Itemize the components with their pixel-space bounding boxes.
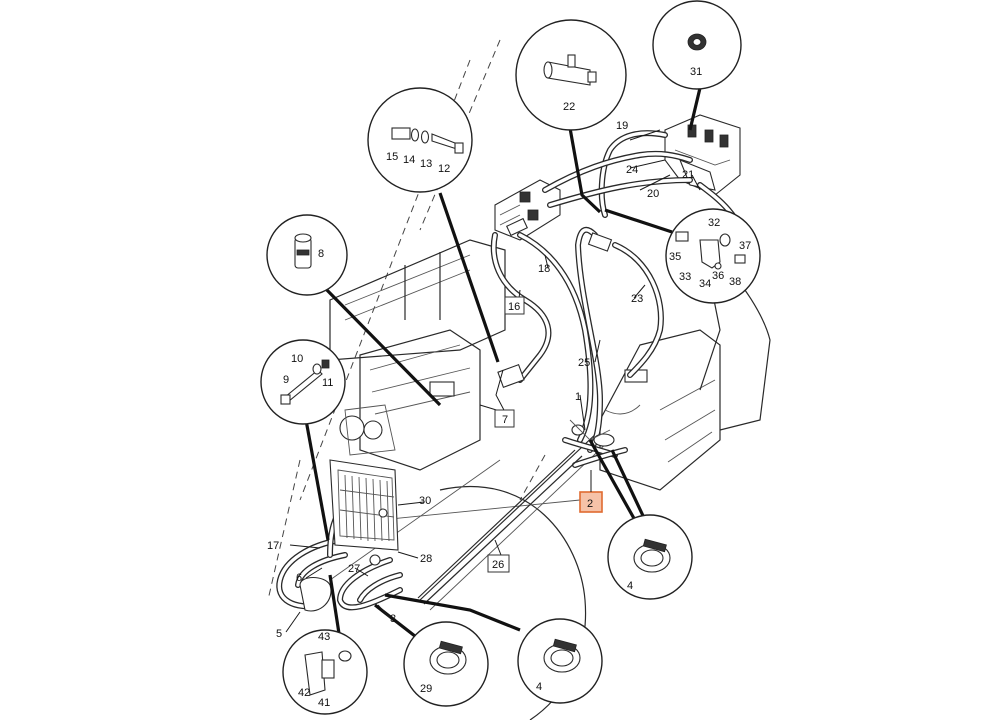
label-1: 1 <box>575 391 581 403</box>
label-3: 3 <box>390 613 396 625</box>
fitting-icon <box>675 231 689 242</box>
label-31: 31 <box>690 66 702 78</box>
detail-circle-coupling: 8 <box>266 214 348 296</box>
label-21: 21 <box>682 169 694 181</box>
label-13: 13 <box>420 158 432 170</box>
label-24: 24 <box>626 164 638 176</box>
label-35: 35 <box>669 251 681 263</box>
label-30: 30 <box>419 495 431 507</box>
label-14: 14 <box>403 154 415 166</box>
engine-cover <box>429 381 455 397</box>
label-11: 11 <box>322 377 333 389</box>
label-32: 32 <box>708 217 720 229</box>
label-29: 29 <box>420 683 432 695</box>
label-22: 22 <box>563 101 575 113</box>
label-19: 19 <box>616 120 628 132</box>
oil-cooler <box>299 459 399 612</box>
detail-circle-hose-clamp-right: 4 <box>607 514 693 600</box>
pulley <box>339 415 365 441</box>
label-41: 41 <box>318 697 330 709</box>
detail-circle-hose-clamp-bottom: 4 <box>517 618 603 704</box>
label-5: 5 <box>276 628 282 640</box>
label-28: 28 <box>420 553 432 565</box>
bracket-icon <box>304 651 326 696</box>
detail-circle-mount-bracket: 43 42 41 <box>282 629 368 715</box>
callout-labels: 19 24 20 21 18 23 25 1 30 17 28 27 6 5 3 <box>267 120 694 640</box>
label-12: 12 <box>438 163 450 175</box>
hose-fitting <box>497 364 525 388</box>
label-43: 43 <box>318 631 330 643</box>
label-17: 17 <box>267 540 279 552</box>
tee-fitting <box>587 232 613 252</box>
spacer-sleeve <box>391 127 411 140</box>
label-25: 25 <box>578 357 590 369</box>
svg-text:2: 2 <box>587 498 593 510</box>
label-10: 10 <box>291 353 303 365</box>
label-34: 34 <box>699 278 711 290</box>
svg-text:26: 26 <box>492 559 504 571</box>
label-33: 33 <box>679 271 691 283</box>
label-8: 8 <box>318 248 324 260</box>
label-4-bottom: 4 <box>536 681 542 693</box>
elbow-fitting <box>505 217 529 237</box>
label-4-right: 4 <box>627 580 633 592</box>
detail-circle-bolt-kit: 15 14 13 12 <box>367 87 473 193</box>
highlighted-part-2[interactable]: 2 <box>579 491 603 513</box>
detail-circle-tee-connector: 22 <box>515 19 627 131</box>
detail-circle-bolt-nut: 10 9 11 <box>260 339 346 425</box>
boxed-label-16: 16 <box>504 296 525 315</box>
label-15: 15 <box>386 151 398 163</box>
label-20: 20 <box>647 188 659 200</box>
label-23: 23 <box>631 293 643 305</box>
label-18: 18 <box>538 263 550 275</box>
pulley-small <box>363 420 383 440</box>
svg-text:7: 7 <box>502 414 508 426</box>
label-6: 6 <box>296 572 302 584</box>
right-valve-block <box>664 114 741 196</box>
detail-circle-nut: 31 <box>652 0 742 90</box>
label-9: 9 <box>283 374 289 386</box>
svg-text:16: 16 <box>508 301 520 313</box>
detail-circle-bracket-kit: 32 37 35 36 33 34 38 <box>665 208 761 304</box>
boxed-label-7: 7 <box>494 409 515 428</box>
washer-icon <box>410 128 420 142</box>
hose-clamp-installed <box>569 419 615 447</box>
label-38: 38 <box>729 276 741 288</box>
boxed-label-26: 26 <box>487 554 510 573</box>
label-36: 36 <box>712 270 724 282</box>
label-37: 37 <box>739 240 751 252</box>
label-27: 27 <box>348 563 360 575</box>
leader-lines <box>285 87 702 642</box>
detail-circle-hose-clamp-29: 29 <box>403 621 489 707</box>
label-42: 42 <box>298 687 310 699</box>
